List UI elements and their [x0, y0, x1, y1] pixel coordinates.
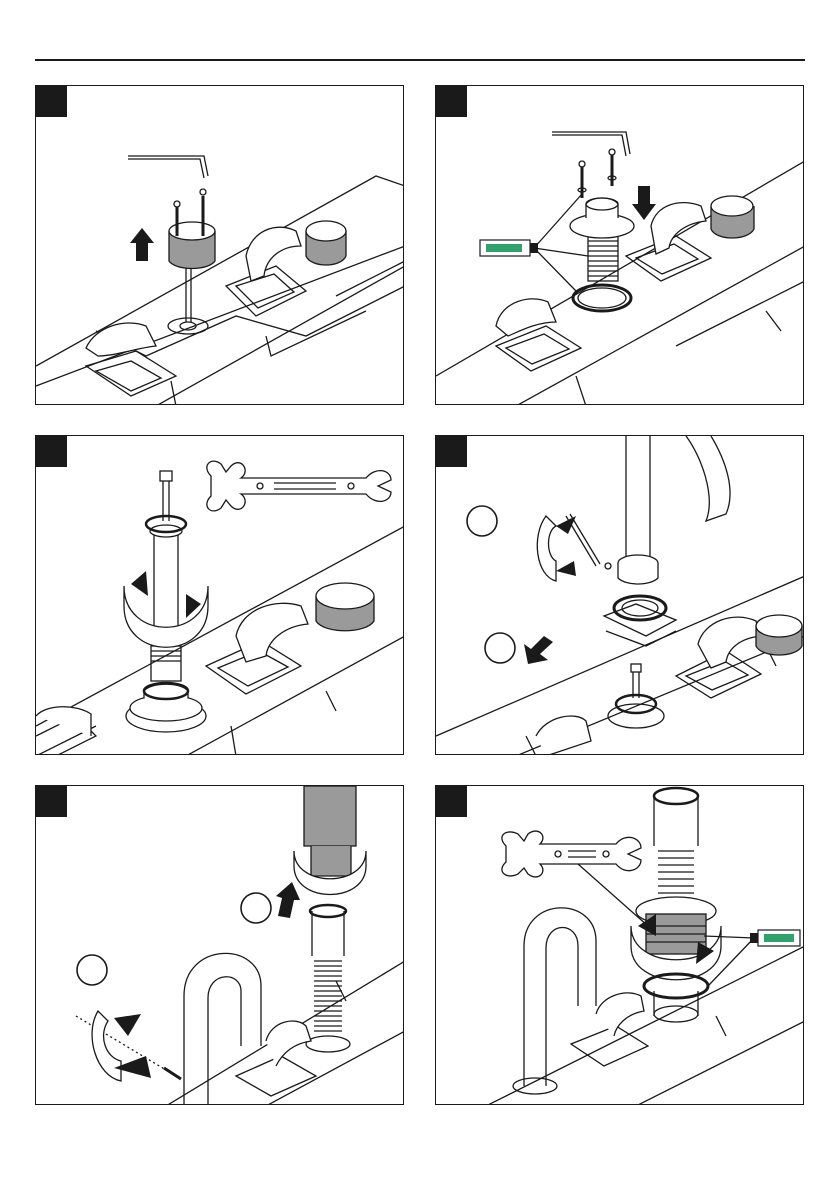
illustration-remove-flange: [436, 86, 804, 405]
illustration-remove-spout-body: [436, 786, 804, 1105]
illustration-remove-handle: [36, 86, 404, 405]
step-number-badge: [36, 86, 67, 117]
illustration-remove-spout: [436, 436, 804, 755]
instruction-panel-2: [435, 85, 804, 405]
step-number-badge: [36, 436, 67, 467]
instruction-panel-5: [35, 785, 404, 1105]
header-rule: [35, 59, 805, 61]
step-number-badge: [436, 786, 467, 817]
instruction-panel-1: [35, 85, 404, 405]
step-number-badge: [436, 436, 467, 467]
illustration-detach-spout-body: [36, 786, 404, 1105]
illustration-remove-cartridge: [36, 436, 404, 755]
step-number-badge: [36, 786, 67, 817]
instruction-panel-4: [435, 435, 804, 755]
instruction-panel-6: [435, 785, 804, 1105]
instruction-panel-3: [35, 435, 404, 755]
step-number-badge: [436, 86, 467, 117]
